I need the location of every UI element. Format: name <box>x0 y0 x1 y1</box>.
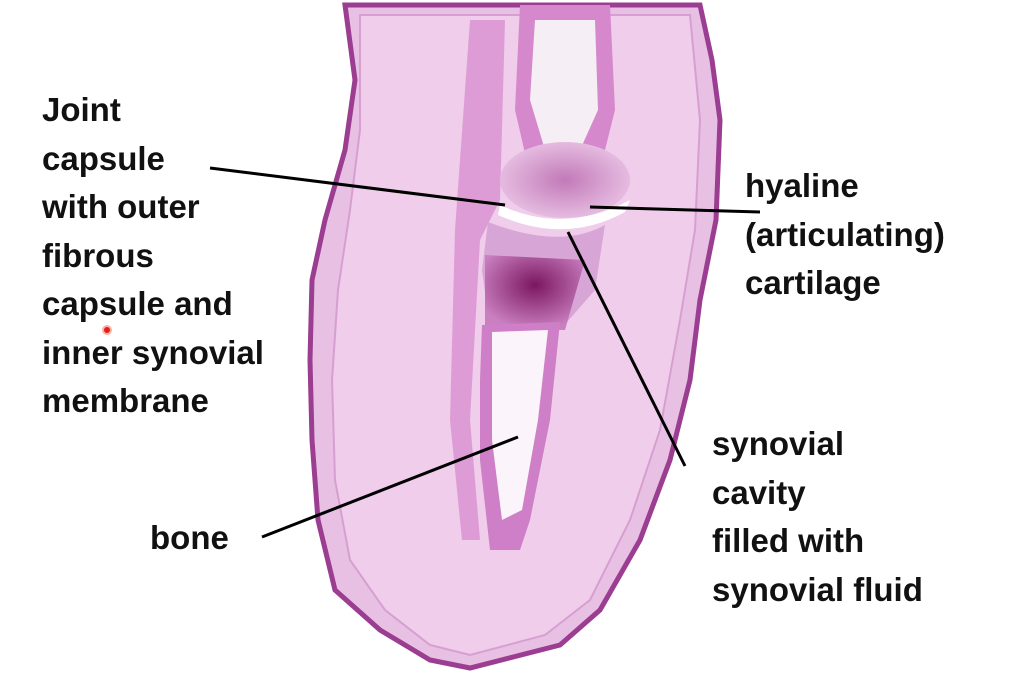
label-line: (articulating) <box>745 215 945 253</box>
label-line: cavity <box>712 473 806 511</box>
cursor-dot-icon <box>102 325 112 335</box>
label-line: membrane <box>42 382 209 419</box>
upper-bone-marrow <box>530 20 598 150</box>
label-line: bone <box>150 519 229 556</box>
label-line: hyaline <box>745 167 859 204</box>
pointer-synovial-cavity <box>566 231 687 467</box>
label-joint-capsule: Joint capsule with outer fibrous capsule… <box>42 86 264 426</box>
label-line: fibrous <box>42 236 154 274</box>
label-line: with outer <box>42 188 200 225</box>
label-line: synovial <box>712 425 845 462</box>
label-bone: bone <box>150 514 229 563</box>
label-synovial-cavity: synovial cavity filled with synovial flu… <box>712 420 923 614</box>
tendon-band <box>450 20 505 540</box>
label-line: Joint <box>42 91 121 128</box>
pointer-bone <box>261 435 519 539</box>
label-line: inner synovial <box>42 333 264 371</box>
pointer-joint-capsule <box>209 166 506 207</box>
label-line: cartilage <box>745 264 881 301</box>
label-line: filled with <box>712 522 865 559</box>
growth-plate <box>485 255 585 330</box>
synovial-cavity <box>498 200 630 230</box>
pointer-hyaline <box>589 205 761 214</box>
articular-cartilage-head <box>500 142 630 218</box>
label-line: capsule <box>42 139 165 177</box>
label-hyaline-cartilage: hyaline (articulating) cartilage <box>745 162 945 308</box>
bone-marrow <box>492 330 548 520</box>
label-line: capsule and <box>42 285 233 322</box>
label-line: synovial fluid <box>712 570 923 608</box>
